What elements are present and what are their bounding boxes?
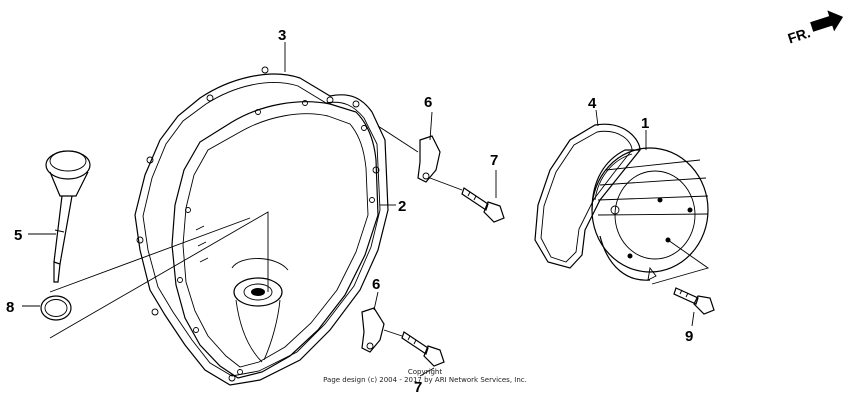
- part-5-oil-dipstick[interactable]: [45, 150, 91, 283]
- part-4-gasket[interactable]: [534, 123, 641, 269]
- part-1-cover[interactable]: [591, 147, 710, 285]
- part-3-outer-gasket[interactable]: [134, 66, 389, 386]
- part-6-upper-clamp[interactable]: [377, 125, 441, 183]
- leader-6-upper: [429, 111, 433, 141]
- callout-6-lower: 6: [372, 276, 380, 293]
- part-7-lower-bolt[interactable]: [383, 329, 445, 367]
- callout-7-upper: 7: [490, 152, 498, 169]
- part-8-o-ring[interactable]: [40, 295, 72, 321]
- leader-9: [691, 311, 695, 327]
- copyright-line-2: Page design (c) 2004 - 2017 by ARI Netwo…: [323, 376, 527, 384]
- callout-5: 5: [14, 227, 22, 244]
- front-direction-indicator: FR.: [786, 10, 844, 46]
- part-6-lower-clamp[interactable]: [361, 307, 385, 353]
- leader-4: [595, 109, 599, 127]
- copyright-line-1: Copyright: [407, 368, 443, 376]
- leader-6-lower: [373, 291, 379, 311]
- part-2-clutch-cover[interactable]: [171, 100, 379, 379]
- front-direction-arrow-icon: [810, 10, 844, 32]
- callout-9: 9: [685, 328, 693, 345]
- leader-7-lower: [419, 367, 435, 377]
- callout-4: 4: [588, 95, 597, 112]
- reference-leader-lines: [49, 211, 269, 339]
- callout-labels: 3 2 6 7 4 1 5 8 6 7 9: [6, 27, 695, 396]
- part-9-bolt[interactable]: [673, 287, 715, 315]
- callout-1: 1: [641, 115, 649, 132]
- front-direction-label: FR.: [786, 24, 812, 46]
- callout-3: 3: [278, 27, 286, 44]
- callout-8: 8: [6, 299, 14, 316]
- callout-7-lower: 7: [414, 379, 422, 396]
- callout-6-upper: 6: [424, 94, 432, 111]
- callout-2: 2: [398, 198, 406, 215]
- part-7-upper-bolt[interactable]: [429, 177, 505, 223]
- copyright-footer: Copyright Page design (c) 2004 - 2017 by…: [0, 368, 850, 384]
